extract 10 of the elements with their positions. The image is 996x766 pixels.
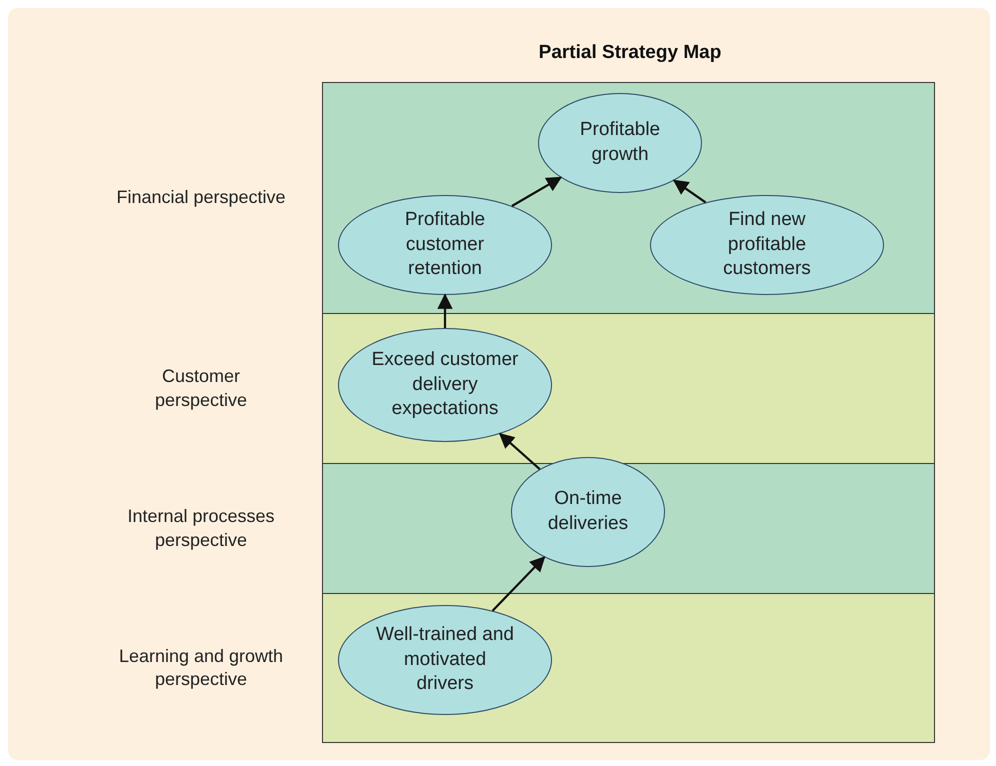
arrow [498,432,540,470]
perspective-label: Internal processes perspective [126,505,276,552]
arrow [492,556,546,612]
perspective-label: Customer perspective [154,365,248,412]
diagram-title: Partial Strategy Map [538,42,722,64]
arrow [672,180,706,204]
arrow [437,293,453,328]
arrow [511,176,562,207]
perspective-label: Financial perspective [115,186,287,210]
perspective-label: Learning and growth perspective [118,644,284,691]
